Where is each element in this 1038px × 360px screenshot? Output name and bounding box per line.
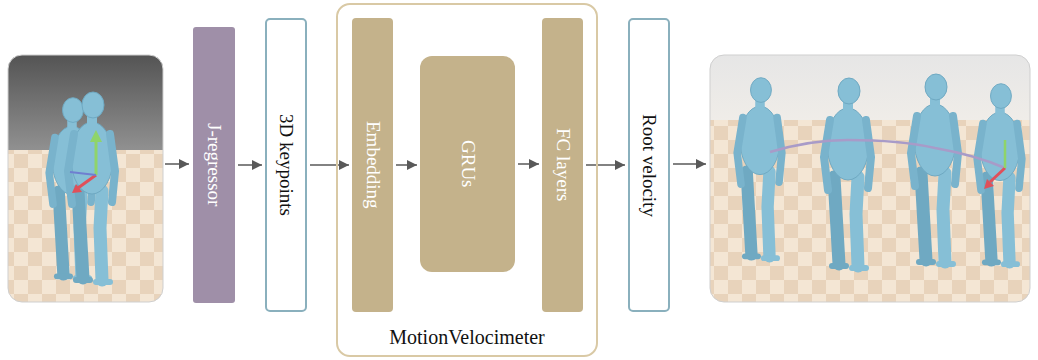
module-block: J-regressor xyxy=(193,27,235,303)
layer-block: Embedding xyxy=(352,18,393,312)
flow-arrow xyxy=(586,164,625,166)
flow-arrow xyxy=(238,164,262,166)
data-box: 3D keypoints xyxy=(265,18,307,312)
block-label: Root velocity xyxy=(638,114,660,217)
block-label: Embedding xyxy=(362,121,384,209)
block-label: GRUs xyxy=(457,140,479,188)
block-label: FC layers xyxy=(552,128,574,201)
output-arrow xyxy=(673,163,706,165)
output-render xyxy=(710,55,1030,302)
layer-block: GRUs xyxy=(420,56,515,272)
flow-arrow xyxy=(396,164,417,166)
module-group: MotionVelocimeter Embedding GRUs FC layers xyxy=(336,3,598,357)
image-frame xyxy=(8,55,163,302)
block-label: 3D keypoints xyxy=(275,114,297,216)
layer-block: FC layers xyxy=(542,18,583,312)
flow-arrow xyxy=(310,164,349,166)
input-arrow xyxy=(165,163,189,165)
image-frame xyxy=(710,55,1030,302)
group-label: MotionVelocimeter xyxy=(389,326,545,349)
data-box: Root velocity xyxy=(628,18,670,312)
flow-arrow xyxy=(518,163,539,165)
input-render xyxy=(8,55,163,302)
block-label: J-regressor xyxy=(203,123,225,206)
